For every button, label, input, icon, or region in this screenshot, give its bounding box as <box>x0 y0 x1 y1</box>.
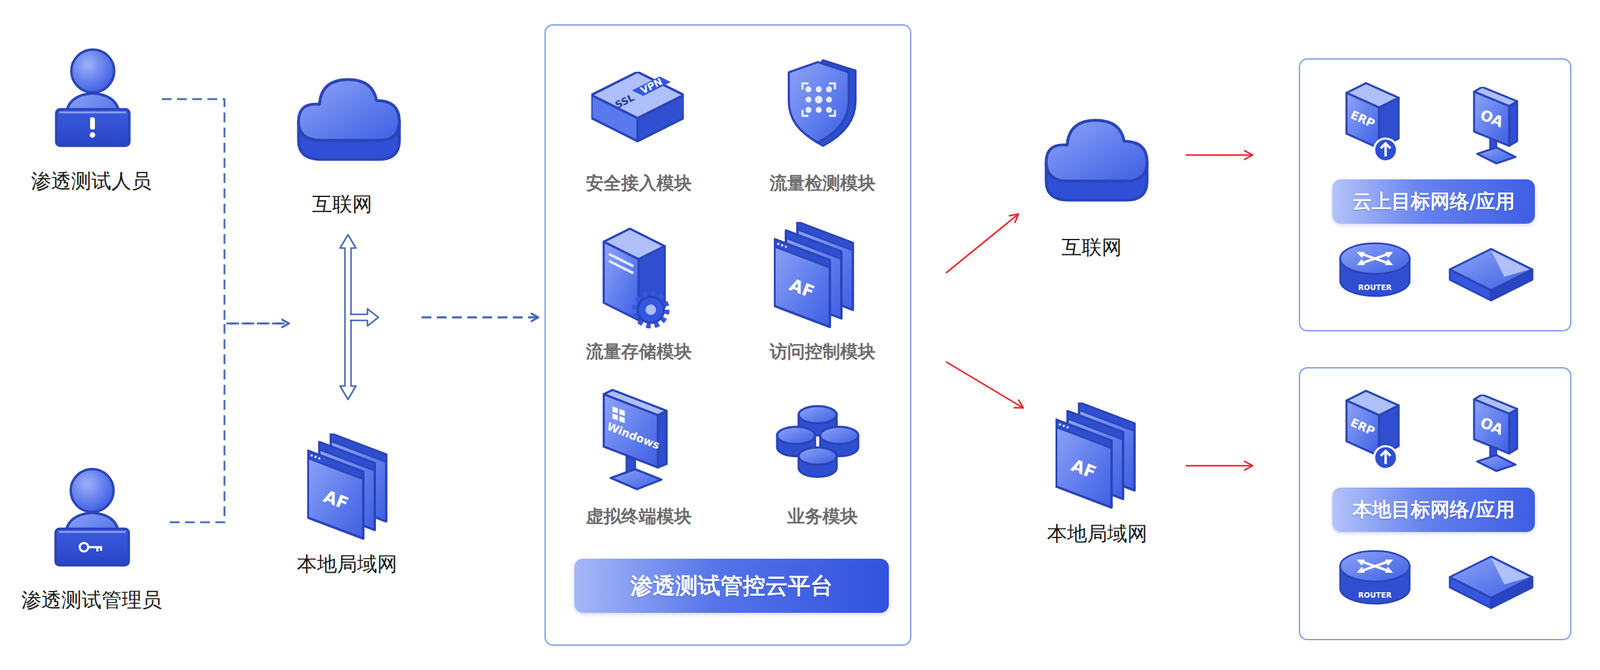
node-label: 互联网 <box>1061 234 1122 261</box>
node-label: 访问控制模块 <box>769 340 876 364</box>
connector <box>946 361 1024 409</box>
oa-icon <box>1474 86 1518 164</box>
icon-text: AF <box>321 488 351 514</box>
node-label: 本地局域网 <box>1046 520 1148 547</box>
label-row: 互联网 <box>281 191 403 218</box>
node-label: 虚拟终端模块 <box>585 504 692 529</box>
module-node: 安全接入模块 <box>559 62 718 200</box>
label-row: 业务模块 <box>743 504 902 529</box>
label-row: 渗透测试管理员 <box>12 587 170 614</box>
alert-mark <box>90 117 96 139</box>
title-band: 本地目标网络/应用 <box>1332 487 1535 533</box>
terminal-icon <box>603 389 667 490</box>
label-row: 互联网 <box>1030 234 1153 261</box>
icon-text: OA <box>1478 415 1506 439</box>
icon-text: ROUTER <box>1358 284 1392 292</box>
erp-icon <box>1346 83 1399 162</box>
module-node: 虚拟终端模块 <box>559 396 718 533</box>
node-label: 流量检测模块 <box>769 171 876 195</box>
icon-text: VPN <box>639 76 665 96</box>
band-title: 渗透测试管控云平台 <box>630 571 833 602</box>
firewall-icon <box>1056 402 1135 508</box>
module-node: 流量存储模块 <box>559 231 718 369</box>
connector-line <box>946 361 1024 409</box>
switch-icon <box>1449 556 1533 609</box>
connector-line <box>1185 465 1253 468</box>
label-row: 本地局域网 <box>285 551 408 578</box>
band-title: 云上目标网络/应用 <box>1352 188 1516 216</box>
firewall-icon <box>774 222 853 328</box>
module-node: 流量检测模块 <box>743 62 902 200</box>
icon-text: Windows <box>605 420 662 452</box>
connector <box>1185 150 1253 160</box>
connector-line <box>946 214 1019 274</box>
connector-line <box>169 323 288 523</box>
label-row: 安全接入模块 <box>559 171 718 195</box>
icon-text: OA <box>1478 107 1506 131</box>
router-icon <box>1340 551 1410 605</box>
cloud-icon <box>298 79 400 160</box>
connector-line <box>281 319 289 328</box>
icon-text: ERP <box>1348 416 1377 438</box>
connector <box>1185 461 1253 471</box>
label-row: 渗透测试人员 <box>20 167 162 195</box>
node-label: 业务模块 <box>787 504 858 529</box>
label-row: 流量检测模块 <box>743 171 902 195</box>
node-label: 互联网 <box>312 191 373 218</box>
target-frame: 云上目标网络/应用 <box>1298 58 1572 332</box>
icon-text: AF <box>787 276 817 302</box>
band-title: 本地目标网络/应用 <box>1352 497 1516 524</box>
icon-text: AF <box>1068 457 1099 483</box>
connector-line <box>1244 150 1253 160</box>
cluster-icon <box>776 406 858 477</box>
title-band: 云上目标网络/应用 <box>1332 179 1535 224</box>
label-row: 本地局域网 <box>1036 520 1158 547</box>
node-label: 本地局域网 <box>296 551 398 578</box>
module-node: 业务模块 <box>743 396 902 533</box>
target-frame: 本地目标网络/应用 <box>1298 367 1572 641</box>
router-icon <box>1340 243 1410 297</box>
connector-line <box>1185 154 1253 157</box>
connector <box>946 214 1019 274</box>
switch-icon <box>1449 248 1533 301</box>
cloud-node: 互联网 <box>1030 103 1153 261</box>
label-row: 流量存储模块 <box>559 340 718 364</box>
title-band: 渗透测试管控云平台 <box>574 559 889 614</box>
connector-line <box>1013 399 1024 409</box>
node-label: 安全接入模块 <box>585 171 692 195</box>
storage-icon <box>603 228 667 326</box>
icon-text: SSL <box>613 92 636 111</box>
connector-line <box>531 313 539 322</box>
oa-icon <box>1474 394 1518 472</box>
module-node: 访问控制模块 <box>743 231 902 369</box>
cloud-node: 互联网 <box>281 63 403 219</box>
key-mark <box>79 543 103 552</box>
connector-line <box>421 316 538 319</box>
vpn-icon <box>591 71 684 142</box>
icon-text: ERP <box>1348 108 1377 130</box>
person-node: 渗透测试管理员 <box>12 461 170 615</box>
lan-node: 本地局域网 <box>1036 398 1158 549</box>
connector-line <box>1244 461 1253 471</box>
node-label: 渗透测试人员 <box>31 167 152 195</box>
firewall-icon <box>307 433 387 540</box>
icon-text: ROUTER <box>1358 591 1392 600</box>
label-row: 访问控制模块 <box>743 340 902 364</box>
connector-line <box>1008 214 1019 224</box>
node-label: 流量存储模块 <box>585 340 692 364</box>
admin-icon <box>55 469 129 566</box>
shield-icon <box>789 60 856 146</box>
branch-arrow <box>349 309 379 327</box>
person-node: 渗透测试人员 <box>20 42 162 196</box>
platform-frame: 渗透测试管控云平台 安全接入模块 流量检测模块流量存储模块 访问控制模块虚拟终端模块 业… <box>544 24 912 647</box>
label-row: 虚拟终端模块 <box>559 504 718 529</box>
connector-line <box>161 99 288 324</box>
node-label: 渗透测试管理员 <box>21 587 162 614</box>
connector-line <box>421 316 538 319</box>
tester-icon <box>55 49 129 147</box>
cloud-icon <box>1046 120 1148 201</box>
erp-icon <box>1346 391 1399 470</box>
